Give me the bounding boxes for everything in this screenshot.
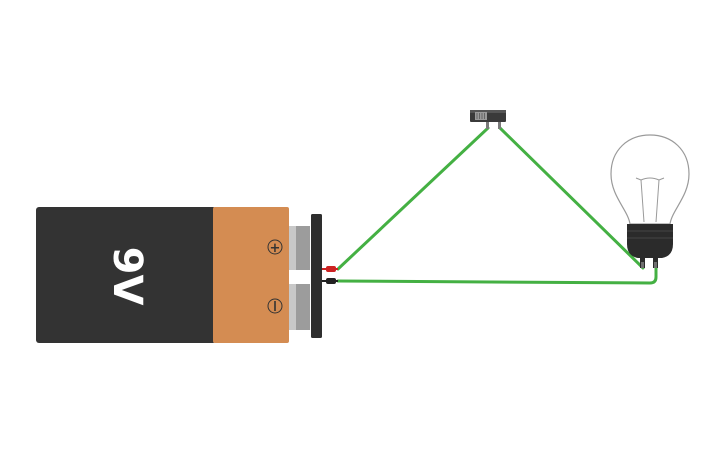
wire-positive-to-switch[interactable]: [336, 126, 490, 271]
bulb-glass: [610, 134, 690, 225]
slide-switch[interactable]: [470, 110, 506, 129]
plus-marking-circle: [267, 239, 283, 255]
switch-pin-2: [498, 122, 501, 129]
switch-housing-top: [470, 110, 506, 113]
bulb-terminal-left-tip: [641, 262, 644, 268]
wire-negative-to-bulb[interactable]: [336, 266, 658, 285]
battery-copper-cap: [213, 207, 289, 343]
wire-switch-to-bulb[interactable]: [498, 126, 645, 270]
plus-marking: +: [270, 241, 281, 256]
bulb-filament: [635, 177, 665, 223]
lead-negative-tip: [326, 278, 336, 284]
battery-snap-plate: [311, 214, 322, 338]
bulb-terminal-right-tip: [654, 262, 657, 268]
lead-positive-tip: [326, 266, 336, 272]
switch-slider-ridges: [476, 113, 485, 119]
battery-body: [36, 207, 216, 343]
switch-slider[interactable]: [475, 112, 487, 120]
switch-pin-1: [486, 122, 489, 129]
wires: [336, 126, 658, 285]
minus-marking: [274, 301, 276, 311]
terminal-negative-inner: [296, 284, 310, 330]
terminal-positive-inner: [296, 226, 310, 270]
minus-marking-circle: [267, 298, 283, 314]
battery-9v[interactable]: 9V +: [36, 207, 338, 343]
light-bulb[interactable]: [610, 134, 690, 268]
battery-label: 9V: [104, 247, 150, 306]
bulb-base: [627, 224, 673, 258]
